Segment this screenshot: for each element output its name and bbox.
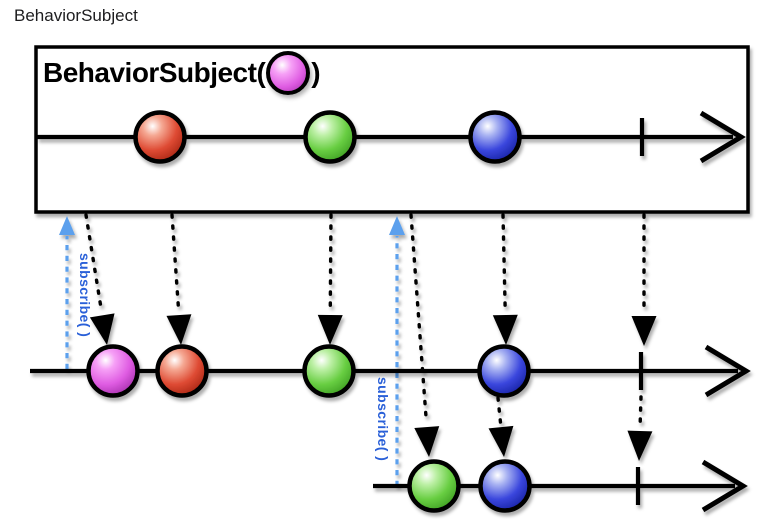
emission-arrow-line-green [328, 213, 333, 313]
marble-green [407, 459, 461, 513]
subscriber2-timeline [373, 459, 748, 513]
emission-arrowhead-complete [631, 316, 657, 346]
emission-arrowhead-initial-magenta [89, 313, 115, 345]
behavior-subject-label: BehaviorSubject( ) [43, 49, 321, 97]
marble-green [303, 110, 357, 164]
marble-magenta [86, 344, 140, 398]
emission-arrowhead-blue-to-sub2 [488, 425, 514, 457]
behavior-subject-label-suffix: ) [311, 57, 321, 88]
timeline-arrowhead-icon [699, 110, 746, 164]
emission-arrowhead-blue [492, 314, 518, 345]
emission-arrow-line-blue [501, 213, 507, 313]
emission-arrowhead-green-replay [414, 426, 440, 457]
emission-arrowhead-green [317, 314, 343, 345]
subscribe-label-1: subscribe( ) [77, 253, 93, 338]
marble-blue [477, 344, 531, 398]
initial-value-marble-icon [266, 51, 311, 95]
emission-arrowhead-complete-to-sub2 [627, 430, 653, 461]
marble-red [155, 344, 209, 398]
subscribe-arrowhead-2 [389, 216, 405, 235]
timeline-arrowhead-icon [701, 459, 748, 513]
subscriber1-timeline [30, 344, 751, 398]
emission-arrow-line-green-replay [409, 213, 429, 425]
marble-red [133, 110, 187, 164]
marble-blue [478, 459, 532, 513]
emission-arrow-line-blue-to-sub2 [496, 396, 503, 425]
timeline-arrowhead-icon [704, 344, 751, 398]
page-title: BehaviorSubject [14, 6, 138, 25]
source-timeline [37, 110, 746, 164]
emission-arrowhead-red [166, 314, 192, 345]
marble-green [302, 344, 356, 398]
behavior-subject-label-prefix: BehaviorSubject( [43, 57, 266, 88]
subscribe-label-2: subscribe( ) [375, 377, 391, 462]
emission-arrows [84, 213, 657, 461]
emission-arrow-line-red [170, 213, 181, 313]
subscribe-arrowhead-1 [59, 216, 75, 235]
subscribe-arrows [59, 216, 405, 486]
emission-arrow-line-complete-to-sub2 [638, 395, 643, 429]
marble-blue [468, 110, 522, 164]
